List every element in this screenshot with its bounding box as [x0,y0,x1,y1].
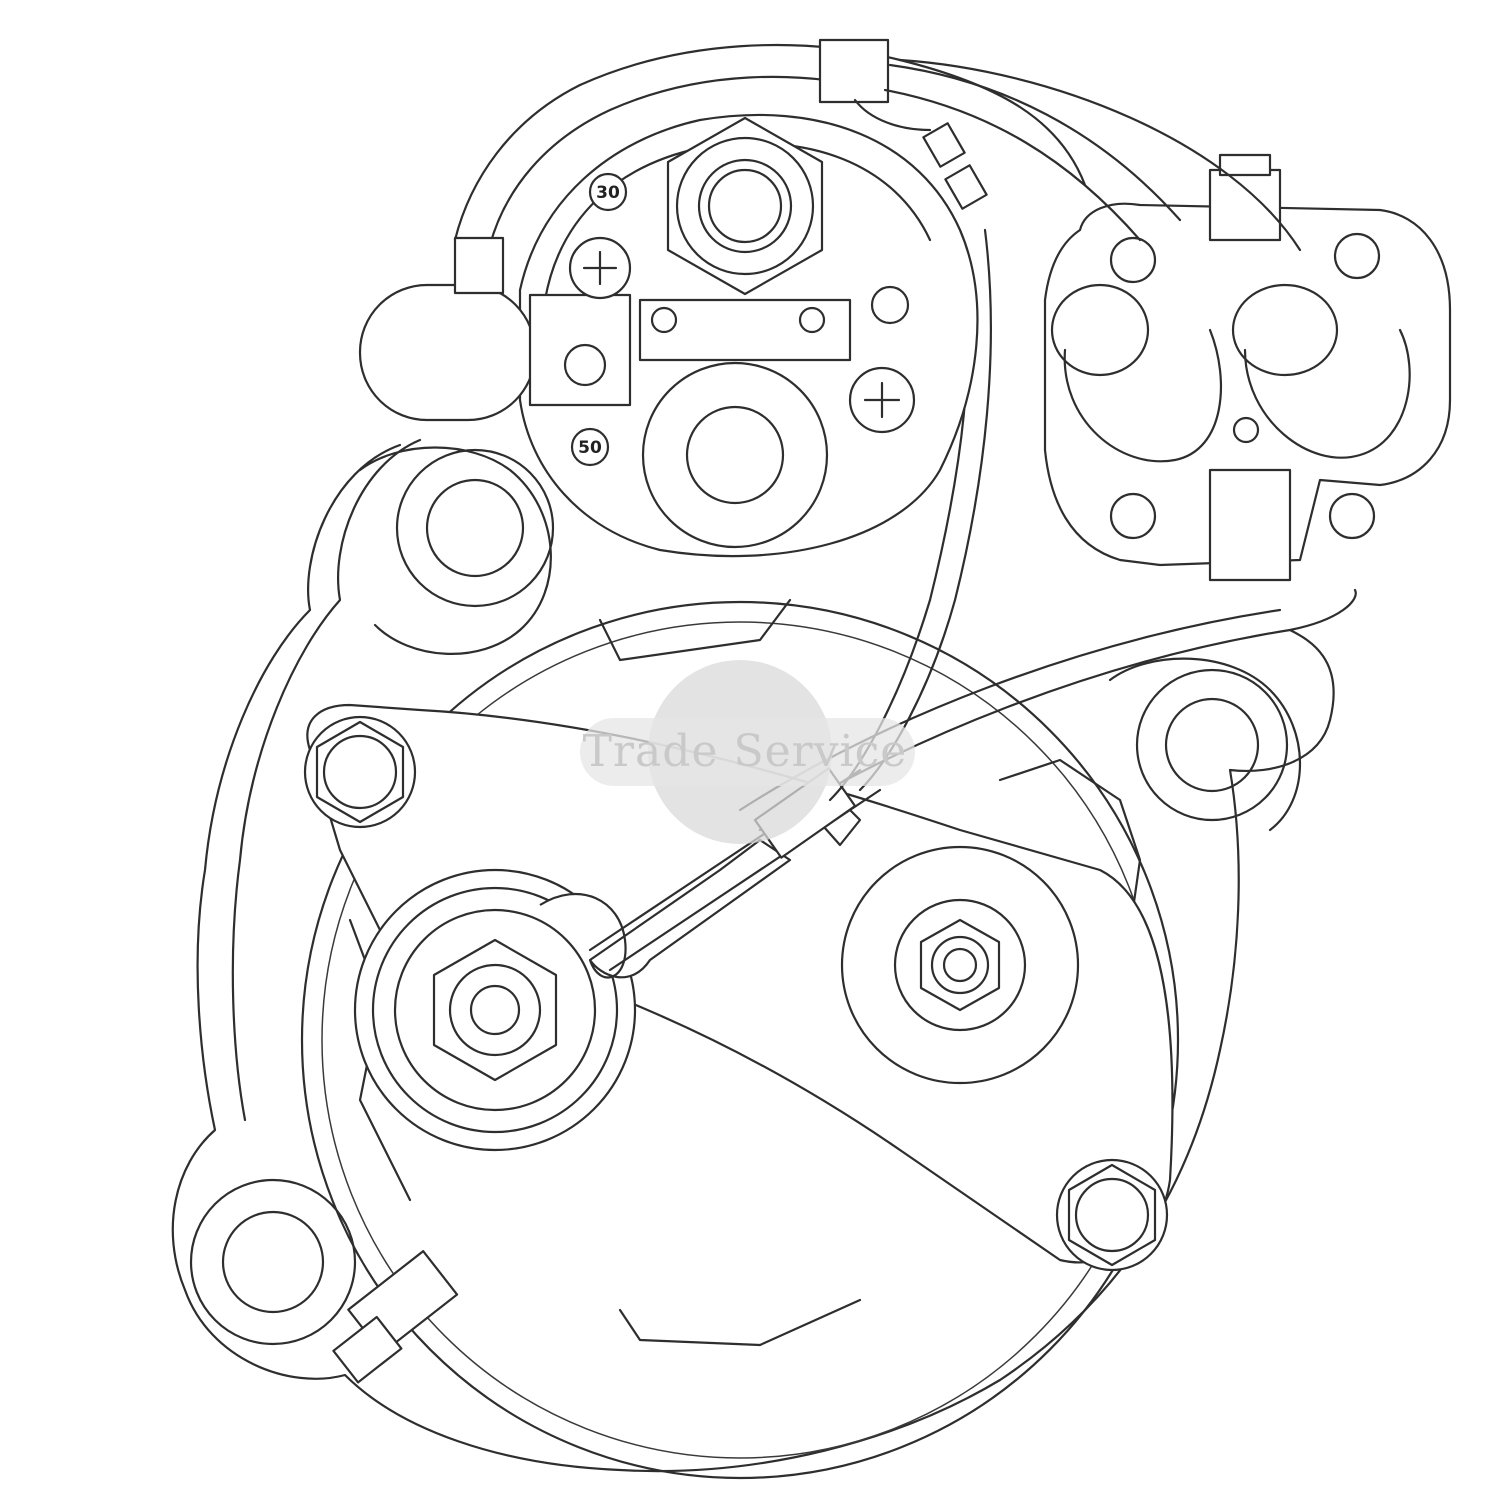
svg-text:50: 50 [578,438,602,458]
lower-connector [332,1250,459,1384]
relay-leads [883,58,1302,252]
mounting-ear-right [1108,657,1302,832]
relay-block [1043,153,1452,582]
cable-boot-left [358,236,632,422]
terminal-30-nut [666,116,824,296]
main-terminal-right [840,845,1080,1085]
housing-outline [171,43,1335,1473]
phillips-screw-1 [568,236,632,300]
hex-bolt-top-left [303,715,417,829]
hex-bolt-bottom-right [1055,1158,1169,1272]
relay-screws [1109,232,1381,540]
top-wire-connector [818,38,988,210]
mounting-ear-left-bottom [189,1178,357,1346]
phillips-screw-2 [848,366,916,434]
watermark: Trade Service [580,660,915,844]
terminal-30-label: 30 [588,172,628,212]
front-plate [300,598,1180,1480]
cover-bracket [306,703,1174,1264]
terminal-50-label: 50 [570,427,610,467]
svg-text:Trade Service: Trade Service [583,726,908,777]
main-terminal-left [353,868,637,1152]
solenoid-plunger [638,298,852,549]
mounting-ear-left-top [358,446,555,655]
small-screw-3 [563,285,910,387]
svg-text:30: 30 [596,183,620,203]
